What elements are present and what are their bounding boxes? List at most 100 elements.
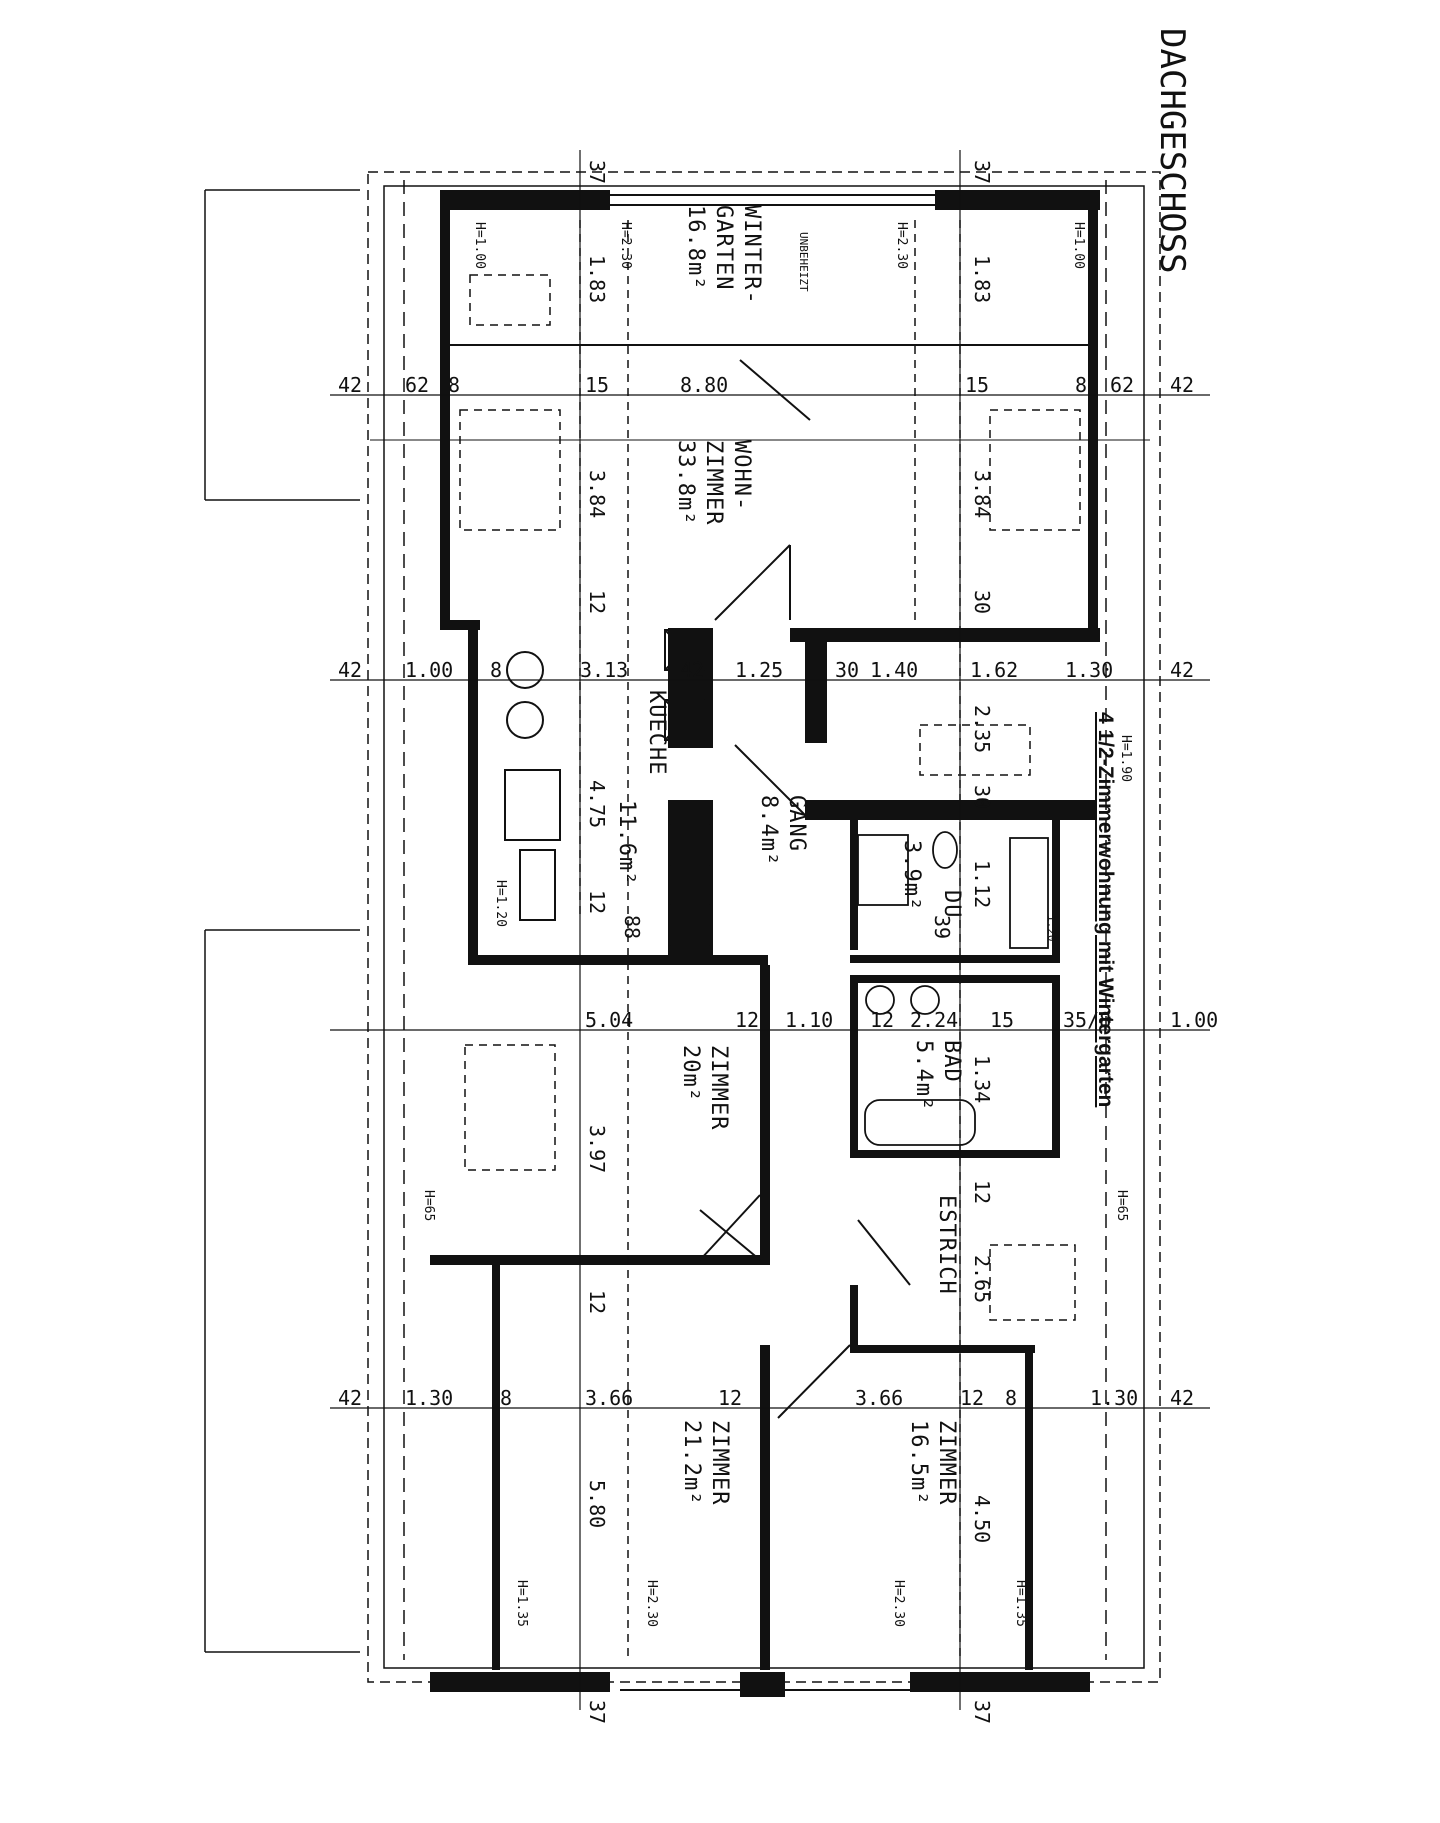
room-zimmer3-name: ZIMMER (934, 1420, 959, 1505)
height-note-2: H=2.30 (618, 222, 633, 269)
sanitary-fixtures (857, 831, 1049, 1146)
room-wohnzimmer-area: 33.8m² (673, 440, 698, 525)
room-wohnzimmer-line1: WOHN- (729, 440, 754, 511)
vdim-22: 5.80 (585, 1480, 609, 1528)
height-note-3: H=2.30 (894, 222, 909, 269)
vdim-8: 12 (585, 590, 609, 614)
height-notes: H=1.00 H=2.30 H=2.30 H=1.00 H=1.90 H=1.2… (421, 222, 1133, 1627)
vdim-11: 12 (585, 890, 609, 914)
room-labels: WINTER- GARTEN 16.8m² UNBEHEIZT WOHN- ZI… (614, 205, 964, 1505)
height-note-1: H=1.00 (472, 222, 487, 269)
vdim-12: 88 (620, 915, 644, 939)
height-note-6: H=1.20 (493, 880, 508, 927)
dim-r4-4: 12 (718, 1386, 742, 1410)
walls (430, 190, 1100, 1697)
room-dusche-name: DU (939, 890, 964, 919)
room-gang-name: GANG (784, 795, 809, 852)
height-note-10: H=2.30 (644, 1580, 659, 1627)
vdim-5: 1.83 (970, 255, 994, 303)
dim-r2-8: 1.62 (970, 658, 1018, 682)
dim-r2-7: 1.40 (870, 658, 918, 682)
dim-r4-6: 12 (960, 1386, 984, 1410)
room-zimmer1-area: 20m² (678, 1045, 703, 1102)
vdim-21: 12 (970, 1180, 994, 1204)
dim-r1-1: 62 (405, 373, 429, 397)
dim-r2-2: 8 (490, 658, 502, 682)
dim-r2-10: 42 (1170, 658, 1194, 682)
room-wintergarten-note: UNBEHEIZT (797, 232, 810, 292)
vertical-dimension-texts: 37 37 37 37 1.83 1.83 3.84 3.84 12 30 4.… (585, 160, 1058, 1724)
height-note-4: H=1.00 (1071, 222, 1086, 269)
dim-r3-5: 15 (990, 1008, 1014, 1032)
room-zimmer2-name: ZIMMER (707, 1420, 732, 1505)
height-note-5: H=1.90 (1118, 735, 1133, 782)
dim-r4-0: 42 (338, 1386, 362, 1410)
vdim-14: 30 (970, 785, 994, 809)
vdim-4: 1.83 (585, 255, 609, 303)
room-zimmer2-area: 21.2m² (679, 1420, 704, 1505)
vdim-2: 37 (585, 1700, 609, 1724)
dim-r4-5: 3.66 (855, 1386, 903, 1410)
room-bad-area: 5.4m² (911, 1040, 936, 1111)
vdim-1: 37 (970, 160, 994, 184)
dim-r1-8: 42 (1170, 373, 1194, 397)
room-wintergarten-line1: WINTER- (739, 205, 764, 305)
height-note-8: H=65 (1114, 1190, 1129, 1221)
dim-r2-5: 1.25 (735, 658, 783, 682)
dim-r2-6: 30 (835, 658, 859, 682)
dim-r3-4: 2.24 (910, 1008, 958, 1032)
room-wintergarten-area: 16.8m² (683, 205, 708, 290)
vdim-13: 2.35 (970, 705, 994, 753)
vdim-15: 1.12 (970, 860, 994, 908)
vdim-19: 12 (585, 1290, 609, 1314)
dim-r4-9: 42 (1170, 1386, 1194, 1410)
dim-r3-0: 5.04 (585, 1008, 633, 1032)
vdim-17: 1.34 (970, 1055, 994, 1103)
vdim-18: 3.97 (585, 1125, 609, 1173)
dim-r3-1: 12 (735, 1008, 759, 1032)
dimension-lines (330, 150, 1210, 1710)
dim-r4-8: 1.30 (1090, 1386, 1138, 1410)
dim-r1-5: 15 (965, 373, 989, 397)
vdim-10: 4.75 (585, 780, 609, 828)
room-wohnzimmer-line2: ZIMMER (701, 440, 726, 525)
room-estrich-name: ESTRICH (934, 1195, 959, 1295)
height-note-11: H=2.30 (891, 1580, 906, 1627)
dim-r3-6: 35/8 (1063, 1008, 1111, 1032)
room-zimmer3-area: 16.5m² (906, 1420, 931, 1505)
dim-r2-3: 3.13 (580, 658, 628, 682)
dim-r1-0: 42 (338, 373, 362, 397)
room-kueche-area: 11.6m² (614, 800, 639, 885)
vdim-16: 39 (930, 915, 954, 939)
dim-r3-7: 1.00 (1170, 1008, 1218, 1032)
vdim-3: 37 (970, 1700, 994, 1724)
dim-r3-2: 1.10 (785, 1008, 833, 1032)
vdim-6: 3.84 (585, 470, 609, 518)
height-note-12: H=1.35 (1013, 1580, 1028, 1627)
dim-r1-2: 8 (448, 373, 460, 397)
room-kueche-name: KUECHE (644, 690, 669, 775)
room-wintergarten-line2: GARTEN (711, 205, 736, 290)
dim-r1-4: 8.80 (680, 373, 728, 397)
height-note-9: H=1.35 (514, 1580, 529, 1627)
kitchen-units (504, 629, 711, 946)
dim-r2-1: 1.00 (405, 658, 453, 682)
room-zimmer1-name: ZIMMER (706, 1045, 731, 1130)
height-note-7: H=65 (421, 1190, 436, 1221)
room-dusche-area: 3.9m² (899, 840, 924, 911)
vdim-9: 30 (970, 590, 994, 614)
dim-r1-7: 62 (1110, 373, 1134, 397)
dim-r4-2: 8 (500, 1386, 512, 1410)
dim-r4-1: 1.30 (405, 1386, 453, 1410)
room-bad-name: BAD (939, 1040, 964, 1083)
dim-r4-7: 8 (1005, 1386, 1017, 1410)
vdim-20: 2.65 (970, 1255, 994, 1303)
dim-r4-3: 3.66 (585, 1386, 633, 1410)
vdim-0: 37 (585, 160, 609, 184)
dimension-texts: 42 62 8 15 8.80 15 8 62 42 42 1.00 8 3.1… (338, 373, 1218, 1410)
dim-r2-9: 1.30 (1065, 658, 1113, 682)
dim-r3-3: 12 (870, 1008, 894, 1032)
interior-lines (370, 194, 1150, 1691)
vdim-23: 4.50 (970, 1495, 994, 1543)
